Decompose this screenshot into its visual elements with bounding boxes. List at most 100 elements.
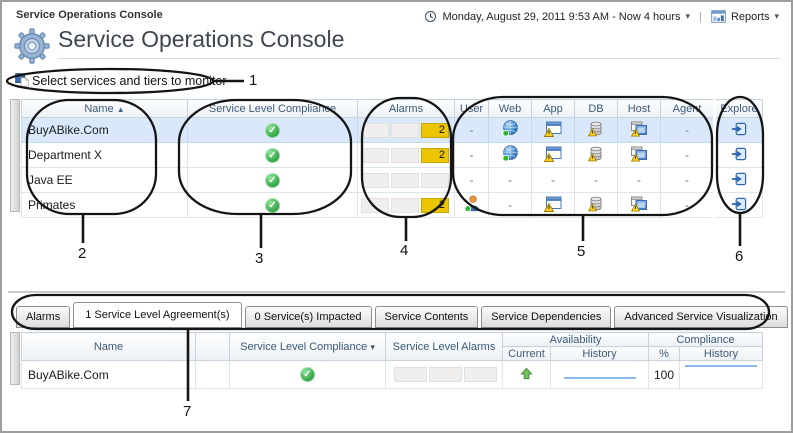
col-header-db[interactable]: DB xyxy=(574,99,618,118)
callout-label-2: 2 xyxy=(78,245,87,262)
app-tier-warning-icon[interactable] xyxy=(544,196,562,212)
timebar: Monday, August 29, 2011 9:53 AM - Now 4 … xyxy=(424,10,779,23)
col-header-web[interactable]: Web xyxy=(488,99,532,118)
col-header-alarms[interactable]: Alarms xyxy=(357,99,455,118)
alarm-box xyxy=(421,172,449,188)
explore-icon[interactable] xyxy=(731,172,747,186)
tab-service-dependencies[interactable]: Service Dependencies xyxy=(481,306,612,328)
alarm-count-badge[interactable]: 2 xyxy=(421,122,449,138)
time-range-dropdown-icon[interactable]: ▾ xyxy=(685,11,691,21)
host-tier-warning-icon[interactable] xyxy=(630,121,648,137)
sla-col-current[interactable]: Current xyxy=(502,346,551,361)
sort-asc-icon: ▲ xyxy=(116,104,125,114)
sla-col-name[interactable]: Name xyxy=(21,332,196,361)
app-status: - xyxy=(551,173,555,187)
sla-col-availability-group: Availability xyxy=(502,332,649,347)
col-header-agent[interactable]: Agent xyxy=(660,99,715,118)
alarm-box xyxy=(361,197,389,213)
callout-label-5: 5 xyxy=(577,243,586,260)
callout-label-3: 3 xyxy=(255,250,264,267)
col-header-name[interactable]: Name ▲ xyxy=(21,99,188,118)
db-tier-warning-icon[interactable] xyxy=(588,196,604,212)
alarm-box xyxy=(391,197,419,213)
agent-status: - xyxy=(685,123,689,137)
web-tier-icon[interactable] xyxy=(502,120,519,137)
db-status: - xyxy=(594,173,598,187)
user-tier-icon[interactable] xyxy=(464,195,480,212)
gear-icon xyxy=(14,28,50,64)
table-row[interactable]: BuyABike.Com ✓ 100 xyxy=(21,360,763,389)
tab-advanced-service-visualization[interactable]: Advanced Service Visualization xyxy=(614,306,788,328)
db-tier-warning-icon[interactable] xyxy=(588,121,604,137)
callout-label-7: 7 xyxy=(183,403,192,420)
host-tier-warning-icon[interactable] xyxy=(630,196,648,212)
app-tier-warning-icon[interactable] xyxy=(544,146,562,162)
clock-icon xyxy=(424,10,437,23)
table-row[interactable]: Primates ✓ 2 - - xyxy=(21,192,763,218)
app-tier-warning-icon[interactable] xyxy=(544,121,562,137)
sla-col-compliance-group: Compliance xyxy=(648,332,763,347)
alarm-box xyxy=(361,172,389,188)
alarm-count-badge[interactable]: 2 xyxy=(421,147,449,163)
sla-blank-cell xyxy=(195,360,230,389)
select-services-link[interactable]: Select services and tiers to monitor xyxy=(32,74,227,88)
service-name[interactable]: Primates xyxy=(21,192,188,218)
dropdown-icon: ▾ xyxy=(370,341,375,352)
sla-col-avail-history[interactable]: History xyxy=(550,346,649,361)
time-range-control[interactable]: Monday, August 29, 2011 9:53 AM - Now 4 … xyxy=(442,10,681,23)
user-status: - xyxy=(469,148,474,162)
tab-service-contents[interactable]: Service Contents xyxy=(374,306,479,328)
agent-status: - xyxy=(685,148,689,162)
page-title: Service Operations Console xyxy=(58,26,345,52)
separator: | xyxy=(699,10,702,23)
alarm-box xyxy=(391,147,419,163)
sla-col-percent[interactable]: % xyxy=(648,346,680,361)
sla-col-compliance[interactable]: Service Level Compliance ▾ xyxy=(229,332,386,361)
table-row[interactable]: Java EE ✓ - - - - - - xyxy=(21,167,763,193)
explore-icon[interactable] xyxy=(731,122,747,136)
compliance-ok-icon: ✓ xyxy=(265,122,280,138)
user-status: - xyxy=(469,173,474,187)
tab-service-level-agreements[interactable]: 1 Service Level Agreement(s) xyxy=(73,302,242,328)
alarm-count-badge[interactable]: 2 xyxy=(421,197,449,213)
col-header-compliance[interactable]: Service Level Compliance xyxy=(187,99,358,118)
service-name[interactable]: Java EE xyxy=(21,167,188,193)
sla-service-name[interactable]: BuyABike.Com xyxy=(21,360,196,389)
agent-status: - xyxy=(685,173,689,187)
db-tier-warning-icon[interactable] xyxy=(588,146,604,162)
tab-services-impacted[interactable]: 0 Service(s) Impacted xyxy=(244,306,372,328)
services-table-gutter xyxy=(10,99,20,212)
table-row[interactable]: Department X ✓ 2 - - xyxy=(21,142,763,168)
alarm-box xyxy=(464,367,497,382)
sla-col-alarms[interactable]: Service Level Alarms xyxy=(385,332,503,361)
user-status: - xyxy=(469,123,474,137)
table-row[interactable]: BuyABike.Com ✓ 2 - - xyxy=(21,117,763,143)
compliance-ok-icon: ✓ xyxy=(300,367,315,383)
availability-up-icon xyxy=(520,367,533,380)
col-header-user[interactable]: User xyxy=(454,99,489,118)
compliance-ok-icon: ✓ xyxy=(265,172,280,188)
explore-icon[interactable] xyxy=(731,147,747,161)
service-name[interactable]: Department X xyxy=(21,142,188,168)
agent-status: - xyxy=(685,198,689,212)
col-header-app[interactable]: App xyxy=(531,99,575,118)
tab-bar: Alarms 1 Service Level Agreement(s) 0 Se… xyxy=(16,302,788,328)
title-divider xyxy=(58,58,780,59)
web-tier-icon[interactable] xyxy=(502,145,519,162)
reports-menu[interactable]: Reports xyxy=(730,10,770,23)
callout-label-1: 1 xyxy=(249,72,258,89)
reports-dropdown-icon[interactable]: ▾ xyxy=(774,11,779,21)
service-name[interactable]: BuyABike.Com xyxy=(21,117,188,143)
col-header-host[interactable]: Host xyxy=(617,99,661,118)
host-tier-warning-icon[interactable] xyxy=(630,146,648,162)
web-status: - xyxy=(508,173,512,187)
alarm-box xyxy=(361,147,389,163)
web-status: - xyxy=(508,198,512,212)
col-header-explore[interactable]: Explore xyxy=(713,99,763,118)
sla-col-comp-history[interactable]: History xyxy=(679,346,763,361)
sla-table-gutter xyxy=(10,332,20,385)
tab-alarms[interactable]: Alarms xyxy=(16,306,71,328)
select-services-icon[interactable] xyxy=(15,73,29,87)
explore-icon[interactable] xyxy=(731,197,747,211)
